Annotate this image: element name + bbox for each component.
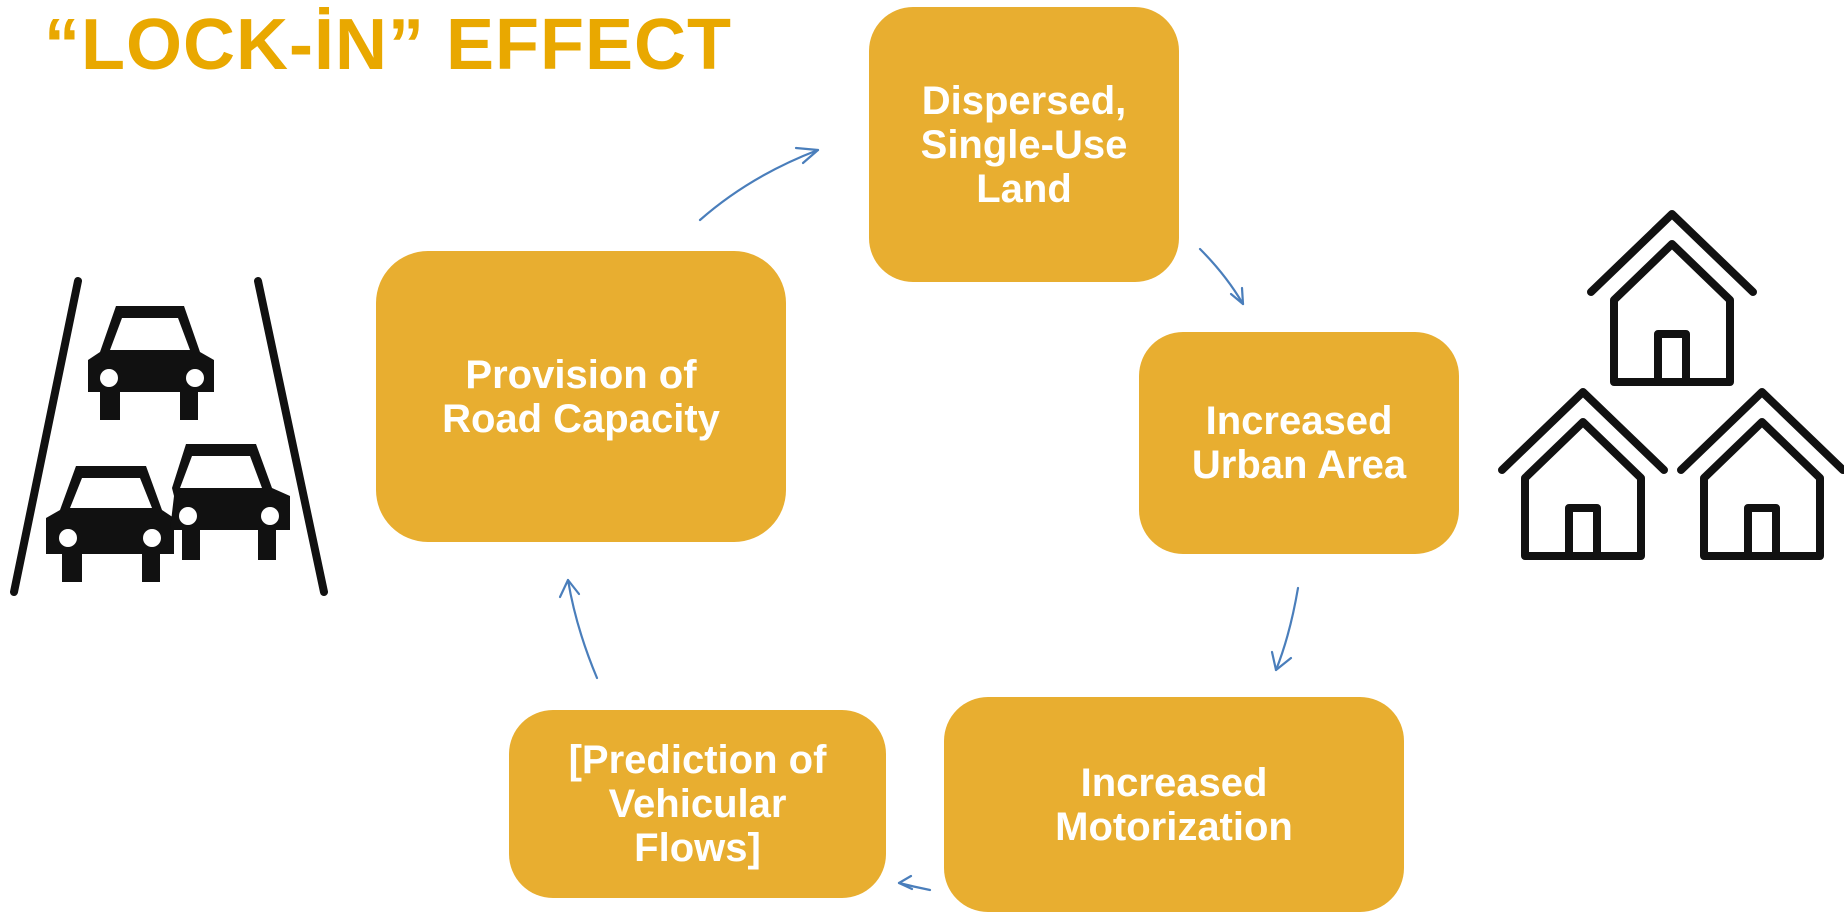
arrow-road-to-land [698, 148, 820, 222]
page-title: “LOCK-İN” EFFECT [44, 5, 732, 85]
arrow-land-to-urban-head [1229, 286, 1245, 306]
node-provision-road-capacity: Provision of Road Capacity [376, 251, 786, 542]
arrow-motorization-to-prediction [897, 881, 932, 892]
arrow-prediction-to-road-head [558, 578, 581, 599]
arrow-urban-to-motorization [1274, 586, 1300, 672]
node-increased-urban-area: Increased Urban Area [1139, 332, 1459, 554]
node-increased-motorization: Increased Motorization [944, 697, 1404, 912]
arrow-land-to-urban [1198, 247, 1245, 306]
arrow-motorization-to-prediction-head [897, 874, 914, 891]
arrow-road-to-land-head [794, 146, 820, 165]
arrow-prediction-to-road [566, 578, 599, 680]
node-dispersed-land: Dispersed, Single-Use Land [869, 7, 1179, 282]
node-prediction-vehicular-flows: [Prediction of Vehicular Flows] [509, 710, 886, 898]
arrow-urban-to-motorization-head [1270, 650, 1293, 672]
